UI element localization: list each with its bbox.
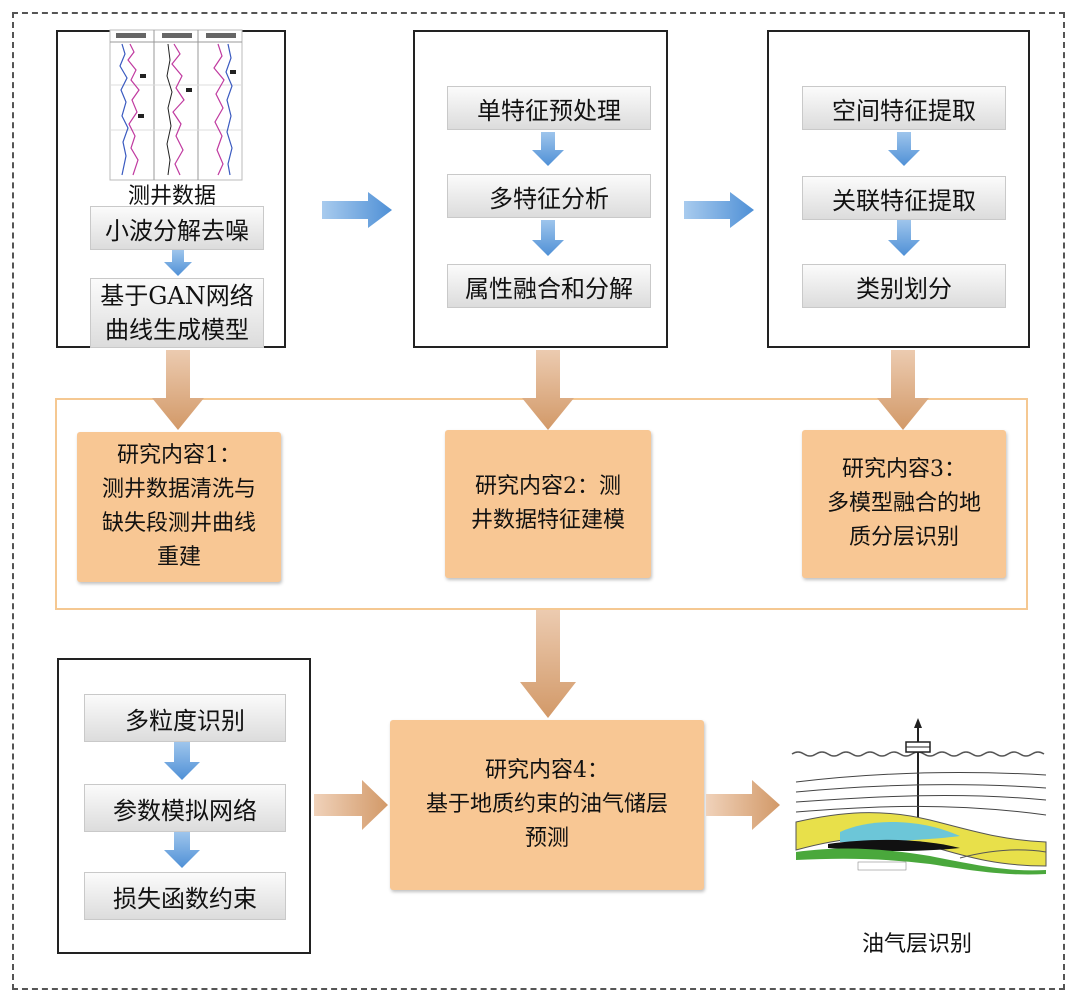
step-correlation-feature-extraction: 关联特征提取 xyxy=(802,176,1006,220)
step-spatial-feature-extraction: 空间特征提取 xyxy=(802,86,1006,130)
step-category-division: 类别划分 xyxy=(802,264,1006,308)
research-content-4: 研究内容4： 基于地质约束的油气储层 预测 xyxy=(390,720,704,890)
step-multi-granularity: 多粒度识别 xyxy=(84,694,286,742)
step-wavelet-denoise: 小波分解去噪 xyxy=(90,206,264,250)
step-loss-constraint: 损失函数约束 xyxy=(84,872,286,920)
result-caption: 油气层识别 xyxy=(862,932,973,957)
step-multi-feature-analysis: 多特征分析 xyxy=(447,174,651,218)
research-content-3: 研究内容3： 多模型融合的地 质分层识别 xyxy=(802,430,1006,578)
research-content-4-text: 研究内容4： 基于地质约束的油气储层 预测 xyxy=(425,758,668,851)
step-parameter-simulation: 参数模拟网络 xyxy=(84,784,286,832)
research-content-2-text: 研究内容2：测 井数据特征建模 xyxy=(470,474,625,533)
step-gan-curve-generation-text: 基于GAN网络 曲线生成模型 xyxy=(100,282,254,344)
step-gan-curve-generation: 基于GAN网络 曲线生成模型 xyxy=(90,278,264,348)
step-attribute-fusion: 属性融合和分解 xyxy=(447,264,651,308)
research-content-2: 研究内容2：测 井数据特征建模 xyxy=(445,430,651,578)
research-content-1: 研究内容1： 测井数据清洗与 缺失段测井曲线 重建 xyxy=(77,432,281,582)
well-log-caption: 测井数据 xyxy=(128,184,217,209)
research-content-1-text: 研究内容1： 测井数据清洗与 缺失段测井曲线 重建 xyxy=(101,443,256,570)
research-content-3-text: 研究内容3： 多模型融合的地 质分层识别 xyxy=(826,457,981,550)
outer-dashed-frame xyxy=(12,12,1065,990)
step-single-feature-preprocess: 单特征预处理 xyxy=(447,86,651,130)
